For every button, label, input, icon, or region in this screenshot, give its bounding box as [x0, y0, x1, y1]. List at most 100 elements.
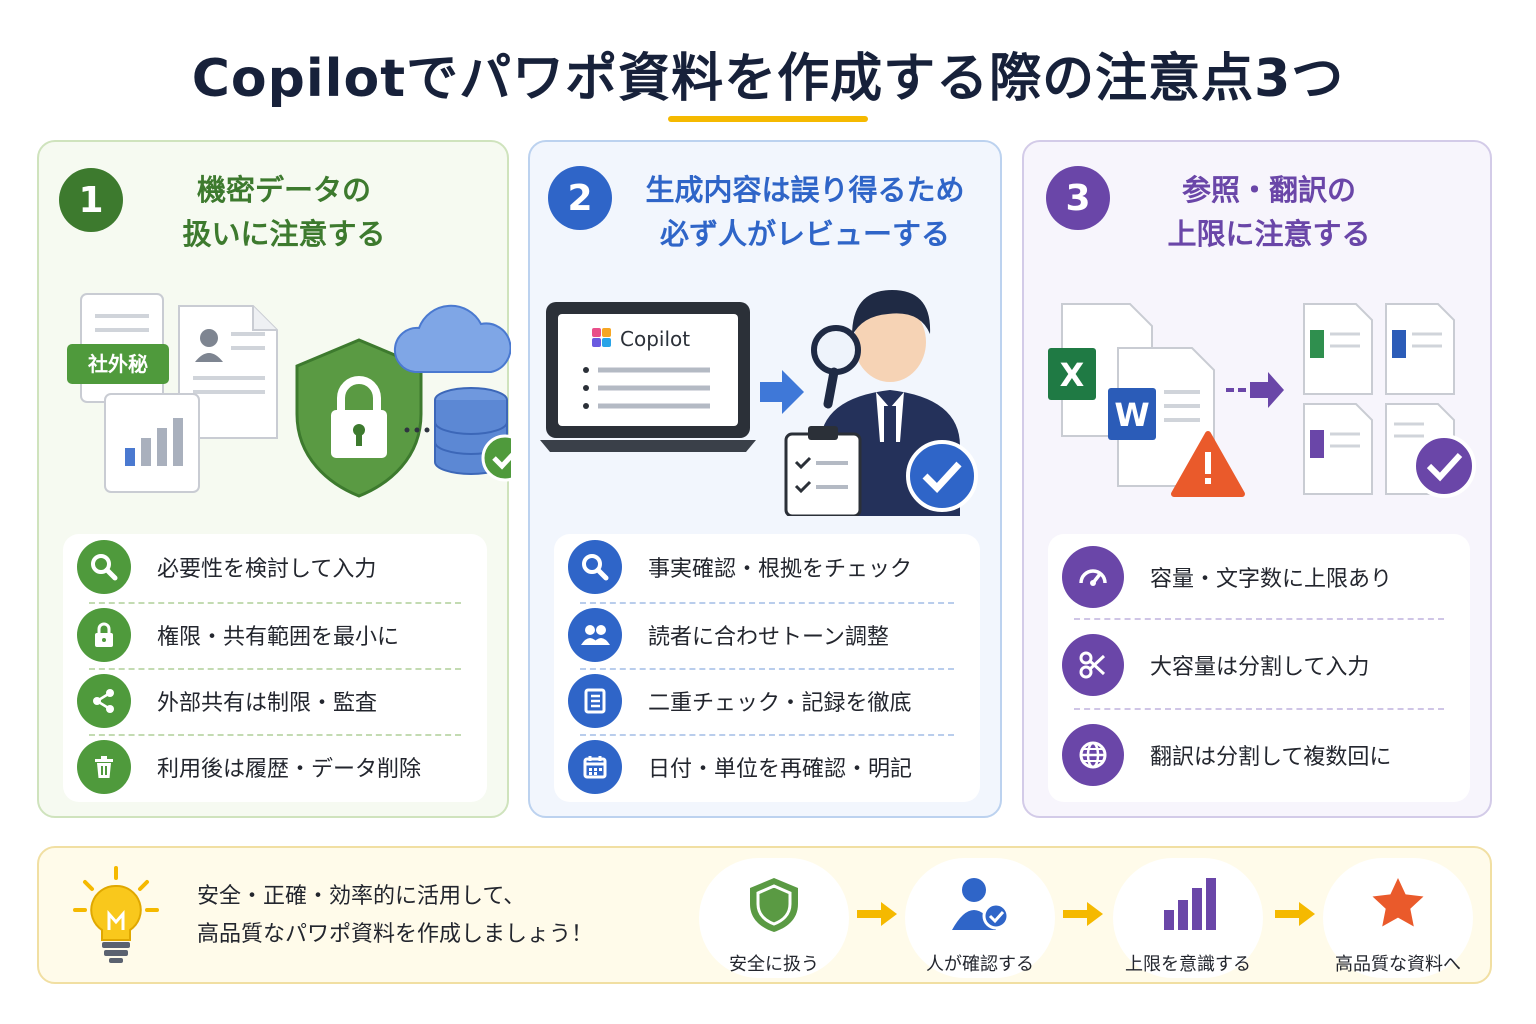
panel-title: 機密データの 扱いに注意する [139, 168, 429, 256]
list-item: 大容量は分割して入力 [1062, 634, 1456, 696]
lightbulb-icon [73, 866, 159, 963]
list-item-label: 利用後は履歴・データ削除 [157, 757, 422, 782]
divider [89, 602, 461, 604]
excel-letter: X [1060, 356, 1085, 394]
list-item-label: 二重チェック・記録を徹底 [648, 691, 912, 716]
bar-chart-icon [1156, 872, 1220, 936]
list-item-label: 日付・単位を再確認・明記 [648, 757, 913, 782]
stamp-badge: 社外秘 [67, 344, 169, 384]
step-label: 安全に扱う [729, 954, 819, 975]
summary-message-line1: 安全・正確・効率的に活用して、 [197, 884, 526, 909]
arrow-right-icon [760, 370, 804, 414]
laptop-icon [540, 302, 756, 452]
share-icon [77, 674, 131, 728]
panel-title-line1: 参照・翻訳の [1181, 173, 1356, 207]
split-document-icon [1303, 403, 1373, 495]
panel-title-line1: 生成内容は誤り得るため [645, 173, 965, 207]
page-title: Copilotでパワポ資料を作成する際の注意点3つ [191, 49, 1345, 109]
panel-number-badge: 3 [1046, 166, 1110, 230]
screen-lines [583, 367, 710, 409]
list-item-label: 大容量は分割して入力 [1150, 655, 1370, 680]
shield-lock-icon [295, 338, 423, 498]
list-item-label: 容量・文字数に上限あり [1150, 567, 1393, 592]
users-icon [568, 608, 622, 662]
step-label: 人が確認する [926, 954, 1034, 975]
check-circle-icon [1412, 434, 1476, 498]
trash-icon [77, 740, 131, 794]
file-limits-illustration: X W [1048, 303, 1476, 498]
divider [89, 734, 461, 736]
checklist-icon [568, 674, 622, 728]
laptop-app-label: Copilot [620, 327, 690, 351]
list-item-label: 事実確認・根拠をチェック [648, 557, 913, 582]
panel-title: 生成内容は誤り得るため 必ず人がレビューする [620, 168, 990, 256]
panel-title-line2: 必ず人がレビューする [659, 217, 950, 251]
panel-number-badge: 2 [548, 166, 612, 230]
list-item: 翻訳は分割して複数回に [1062, 724, 1456, 786]
word-letter: W [1114, 396, 1149, 434]
stamp-label: 社外秘 [87, 352, 148, 376]
panel-title-line2: 扱いに注意する [182, 217, 386, 251]
shield-icon [742, 872, 806, 936]
step-safe-handling: 安全に扱う [699, 858, 849, 978]
review-illustration: Copilot [540, 290, 978, 516]
scissors-icon [1062, 634, 1124, 696]
search-icon [568, 540, 622, 594]
person-check-icon [948, 872, 1012, 936]
divider [1074, 708, 1444, 710]
magnifier-icon [811, 325, 861, 409]
list-item: 日付・単位を再確認・明記 [568, 740, 966, 794]
cloud-icon [393, 304, 511, 373]
summary-banner: 安全・正確・効率的に活用して、 高品質なパワポ資料を作成しましょう！ 安全に扱う… [37, 846, 1492, 984]
dashed-arrow-icon [1226, 372, 1284, 408]
tips-list: 容量・文字数に上限あり 大容量は分割して入力 翻訳は分割して複数回に [1048, 534, 1470, 802]
divider [580, 668, 954, 670]
title-underline [668, 116, 868, 122]
list-item-label: 読者に合わせトーン調整 [648, 625, 889, 650]
profile-document-icon [178, 305, 278, 439]
panel-confidential-data: 1 機密データの 扱いに注意する 社外秘 [37, 140, 511, 818]
list-item: 外部共有は制限・監査 [77, 674, 473, 728]
check-circle-icon [481, 434, 511, 482]
list-item: 権限・共有範囲を最小に [77, 608, 473, 662]
panel-number-badge: 1 [59, 168, 123, 232]
warning-icon [1171, 431, 1245, 497]
panel-reference-limits: 3 参照・翻訳の 上限に注意する X W [1022, 140, 1492, 818]
list-item: 二重チェック・記録を徹底 [568, 674, 966, 728]
list-item-label: 外部共有は制限・監査 [157, 691, 378, 716]
panel-title-line1: 機密データの [196, 173, 371, 207]
search-icon [77, 540, 131, 594]
check-circle-icon [906, 440, 978, 512]
step-limit-awareness: 上限を意識する [1113, 858, 1263, 978]
list-item-label: 権限・共有範囲を最小に [157, 625, 400, 650]
list-item: 読者に合わせトーン調整 [568, 608, 966, 662]
summary-message: 安全・正確・効率的に活用して、 高品質なパワポ資料を作成しましょう！ [197, 878, 593, 954]
panel-title: 参照・翻訳の 上限に注意する [1124, 168, 1414, 256]
chart-document-icon [104, 393, 200, 493]
lock-icon [77, 608, 131, 662]
step-label: 高品質な資料へ [1335, 954, 1461, 975]
confidential-illustration: 社外秘 [67, 293, 511, 498]
divider [580, 602, 954, 604]
divider [580, 734, 954, 736]
divider [1074, 618, 1444, 620]
globe-icon [1062, 724, 1124, 786]
tips-list: 事実確認・根拠をチェック 読者に合わせトーン調整 二重チェック・記録を徹底 日付… [554, 534, 980, 802]
step-label: 上限を意識する [1125, 954, 1251, 975]
copilot-logo-icon [592, 328, 611, 347]
split-document-icon [1385, 303, 1455, 395]
list-item-label: 翻訳は分割して複数回に [1150, 745, 1392, 770]
divider [89, 668, 461, 670]
list-item: 利用後は履歴・データ削除 [77, 740, 473, 794]
word-document-icon: W [1108, 347, 1215, 487]
arrow-right-icon [1063, 902, 1103, 926]
step-human-check: 人が確認する [905, 858, 1055, 978]
arrow-right-icon [857, 902, 897, 926]
summary-message-line2: 高品質なパワポ資料を作成しましょう！ [197, 922, 594, 947]
star-icon [1366, 872, 1430, 936]
list-item: 事実確認・根拠をチェック [568, 540, 966, 594]
list-item: 容量・文字数に上限あり [1062, 546, 1456, 608]
panel-human-review: 2 生成内容は誤り得るため 必ず人がレビューする Copilot [528, 140, 1002, 818]
step-high-quality: 高品質な資料へ [1323, 858, 1473, 978]
gauge-icon [1062, 546, 1124, 608]
